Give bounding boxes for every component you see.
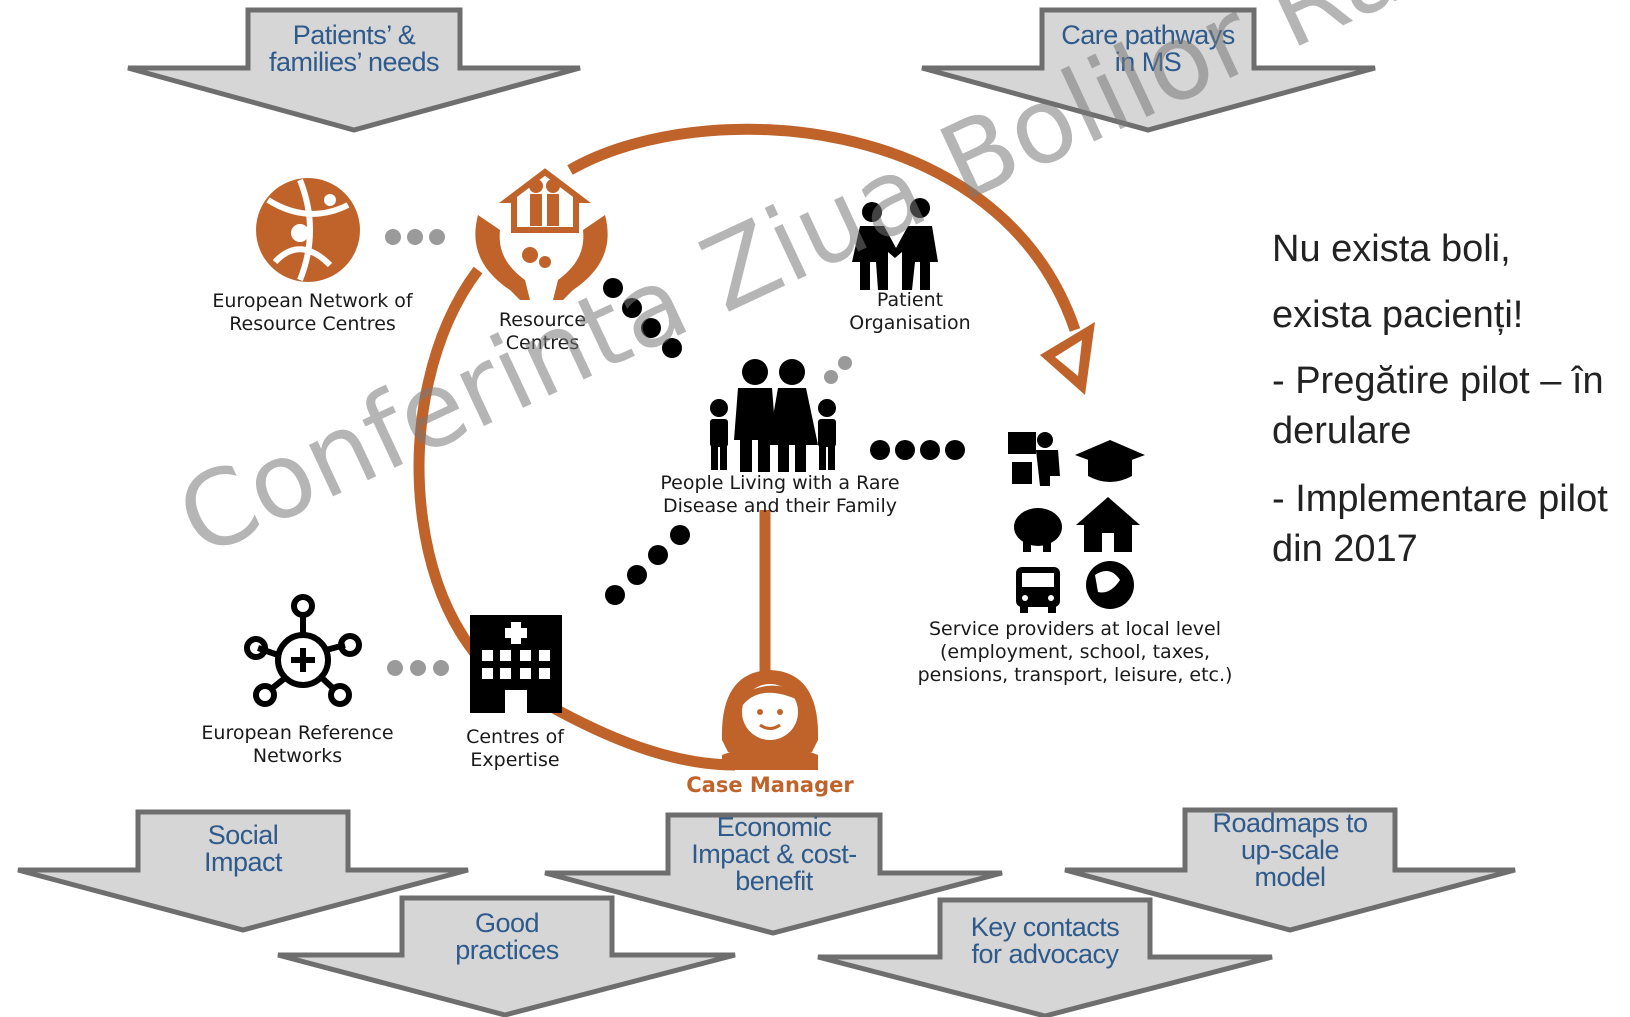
node-label-line: Networks [252,745,343,767]
label-patient-organisation: Patient Organisation [830,289,990,335]
node-label-line: pensions, transport, leisure, etc.) [917,664,1233,686]
node-label-line: Organisation [849,312,971,334]
node-label-line: Disease and their Family [662,495,897,517]
arrow-label-line: Patients’ & [292,20,416,50]
arrow-label-line: Impact [203,847,283,877]
label-service-providers: Service providers at local level (employ… [900,618,1250,687]
arrow-label-line: Good [474,908,540,938]
top-arrow-care-pathways [921,7,1376,133]
bottom-arrow-roadmaps [1064,807,1516,933]
top-arrow-patients-needs [127,7,581,133]
label-resource-centres: Resource Centres [480,309,605,355]
services-grid-icon [1008,432,1145,613]
arrow-label-line: Key contacts [970,912,1120,942]
node-label-line: European Network of [212,290,413,312]
label-people-living: People Living with a Rare Disease and th… [630,472,930,518]
side-text-line3: - Pregătire pilot – în [1272,360,1604,402]
dots-resource-people [603,278,682,358]
arrow-label-line: up-scale [1240,835,1340,865]
side-text-line2: exista pacienți! [1272,294,1524,336]
node-label-line: European Reference [201,722,394,744]
arrow-label-line: practices [455,935,559,965]
label-european-network: European Network of Resource Centres [190,290,435,336]
arrow-label-line: Care pathways [1061,20,1235,50]
cycle-arrowhead [1040,322,1095,395]
arrow-label-social-impact: Social Impact [140,822,346,876]
network-cross-icon [244,594,362,707]
arrow-label-line: Economic [716,812,832,842]
arrow-label-good-practices: Good practices [404,910,610,964]
arrow-label-line: for advocacy [971,939,1119,969]
person-icon [721,670,819,770]
hospital-icon [470,615,562,713]
label-case-manager: Case Manager [686,773,854,797]
node-label-line: (employment, school, taxes, [940,641,1210,663]
arrow-label-patients-needs: Patients’ & families’ needs [250,22,458,76]
node-label-line: Centres [505,332,580,354]
arrow-label-line: in MS [1114,47,1182,77]
globe-network-icon [256,178,360,282]
label-centres-expertise: Centres of Expertise [450,726,580,772]
dots-ern-expertise [387,660,449,676]
arrow-label-line: benefit [735,866,813,896]
side-text-line1: Nu exista boli, [1272,228,1511,270]
side-text-line4: derulare [1272,410,1412,452]
bottom-arrow-social-impact [17,809,469,933]
bottom-arrow-key-contacts [817,897,1273,1017]
arrow-label-economic-impact: Economic Impact & cost- benefit [670,814,878,895]
arrow-label-line: Impact & cost- [691,839,857,869]
family-icon [710,359,836,472]
arrow-label-line: Social [207,820,279,850]
bottom-arrow-good-practices [277,895,736,1017]
node-label-line: People Living with a Rare [660,472,900,494]
dots-people-expertise [605,525,690,605]
node-label-line: Patient [876,289,944,311]
dots-european-resource [385,229,445,245]
node-label-line: Expertise [470,749,560,771]
bottom-arrow-economic-impact [544,812,1003,936]
side-text-line6: din 2017 [1272,528,1418,570]
arrow-label-key-contacts: Key contacts for advocacy [942,914,1148,968]
side-text-line5: - Implementare pilot [1272,478,1608,520]
handshake-people-icon [852,198,938,290]
node-label-line: Resource Centres [229,313,396,335]
dots-people-patientorg [824,356,852,384]
family-in-hands-icon [475,168,608,300]
arrow-label-line: Roadmaps to [1212,808,1368,838]
node-label-line: Service providers at local level [929,618,1221,640]
node-label-line: Centres of [466,726,564,748]
arrow-label-roadmaps: Roadmaps to up-scale model [1187,810,1393,891]
node-label-line: Resource [498,309,587,331]
arrow-label-line: model [1254,862,1326,892]
label-ern: European Reference Networks [180,722,415,768]
arrow-label-line: families’ needs [268,47,440,77]
dots-people-services [870,440,965,460]
arrow-label-care-pathways: Care pathways in MS [1044,22,1252,76]
